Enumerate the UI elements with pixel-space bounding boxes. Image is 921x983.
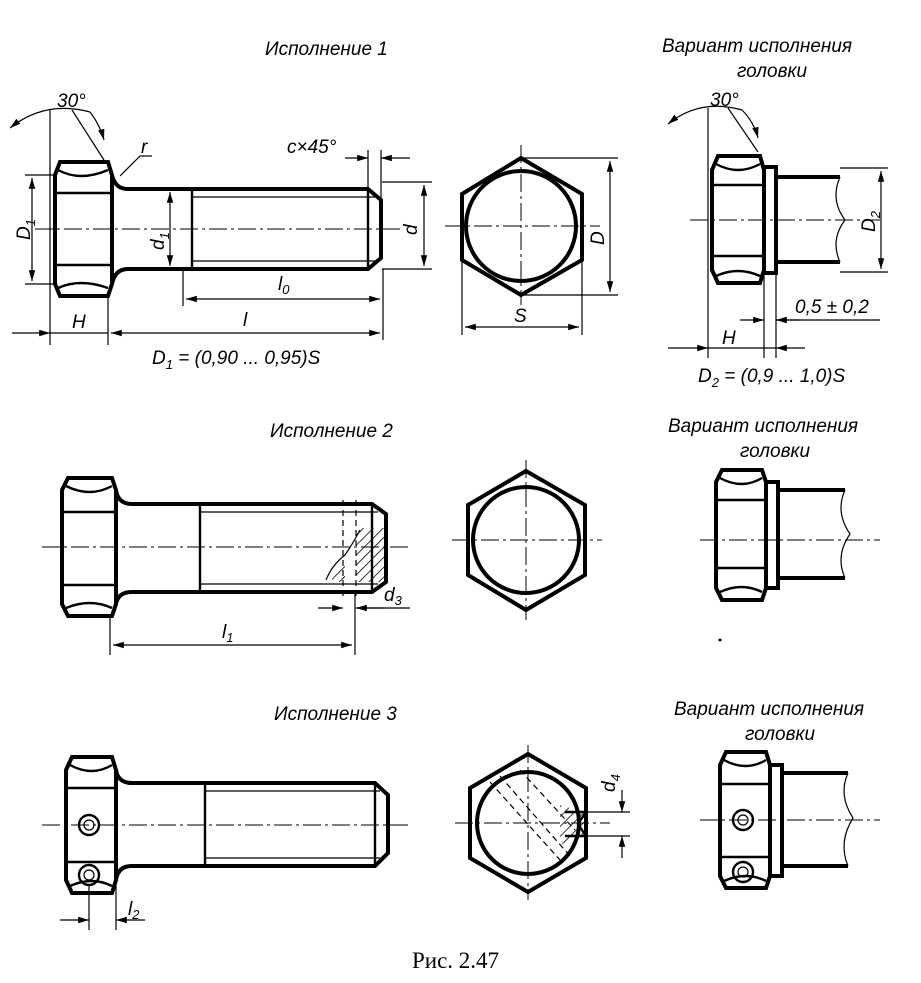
variant2-title-line2: головки (740, 441, 810, 462)
formula-D1: D1 = (0,90 ... 0,95)S (152, 348, 321, 372)
dim-l: l (243, 310, 248, 331)
dim-l2: l2 (128, 899, 140, 922)
svg-text:d4: d4 (599, 774, 623, 792)
dim-d3: d3 (384, 585, 403, 608)
dim-l1: l1 (222, 622, 233, 645)
dim-D1: D1 (14, 219, 38, 240)
view2-title: Исполнение 2 (270, 421, 393, 442)
svg-text:D2: D2 (859, 210, 883, 232)
hex-end-view-2 (452, 460, 602, 620)
dim-D2: D2 (859, 210, 883, 232)
variant2-title-line1: Вариант исполнения (668, 416, 858, 437)
head-variant-1 (667, 105, 888, 358)
variant1-title-line1: Вариант исполнения (662, 36, 852, 57)
bolt-1-side-view (35, 160, 400, 298)
dim-d4: d4 (599, 774, 623, 792)
view3-title: Исполнение 3 (274, 704, 397, 725)
view1-title: Исполнение 1 (265, 39, 388, 60)
figure-caption: Рис. 2.47 (412, 948, 499, 973)
bolt-2-side-view (42, 476, 410, 618)
bolt-3-side-view (42, 755, 410, 930)
variant3-title-line2: головки (745, 724, 815, 745)
dim-D: D (588, 231, 609, 245)
angle-label-2: 30° (710, 90, 739, 111)
variant3-title-line1: Вариант исполнения (674, 699, 864, 720)
hex-end-view-1 (445, 145, 618, 335)
head-variant-2 (700, 468, 880, 642)
fillet-radius-label: r (141, 137, 148, 158)
dim-d: d (401, 223, 422, 235)
svg-text:D: D (588, 231, 609, 245)
dim-S: S (514, 306, 527, 327)
hex-end-view-3 (455, 745, 630, 900)
bolt-2-dimensions (109, 592, 410, 655)
svg-text:d1: d1 (148, 232, 172, 250)
svg-text:D1: D1 (14, 219, 38, 240)
chamfer-label: c×45° (287, 137, 337, 158)
variant1-title-line2: головки (737, 61, 807, 82)
dim-l0: l0 (278, 274, 290, 297)
angle-label-1: 30° (57, 91, 86, 112)
tolerance-label: 0,5 ± 0,2 (795, 297, 869, 318)
head-variant-3 (700, 750, 880, 890)
dim-H-variant: H (722, 328, 736, 349)
dim-d1: d1 (148, 232, 172, 250)
dim-H: H (72, 312, 86, 333)
svg-text:d: d (401, 223, 422, 235)
bolt-1-dimensions (9, 107, 432, 345)
formula-D2: D2 = (0,9 ... 1,0)S (698, 366, 845, 390)
